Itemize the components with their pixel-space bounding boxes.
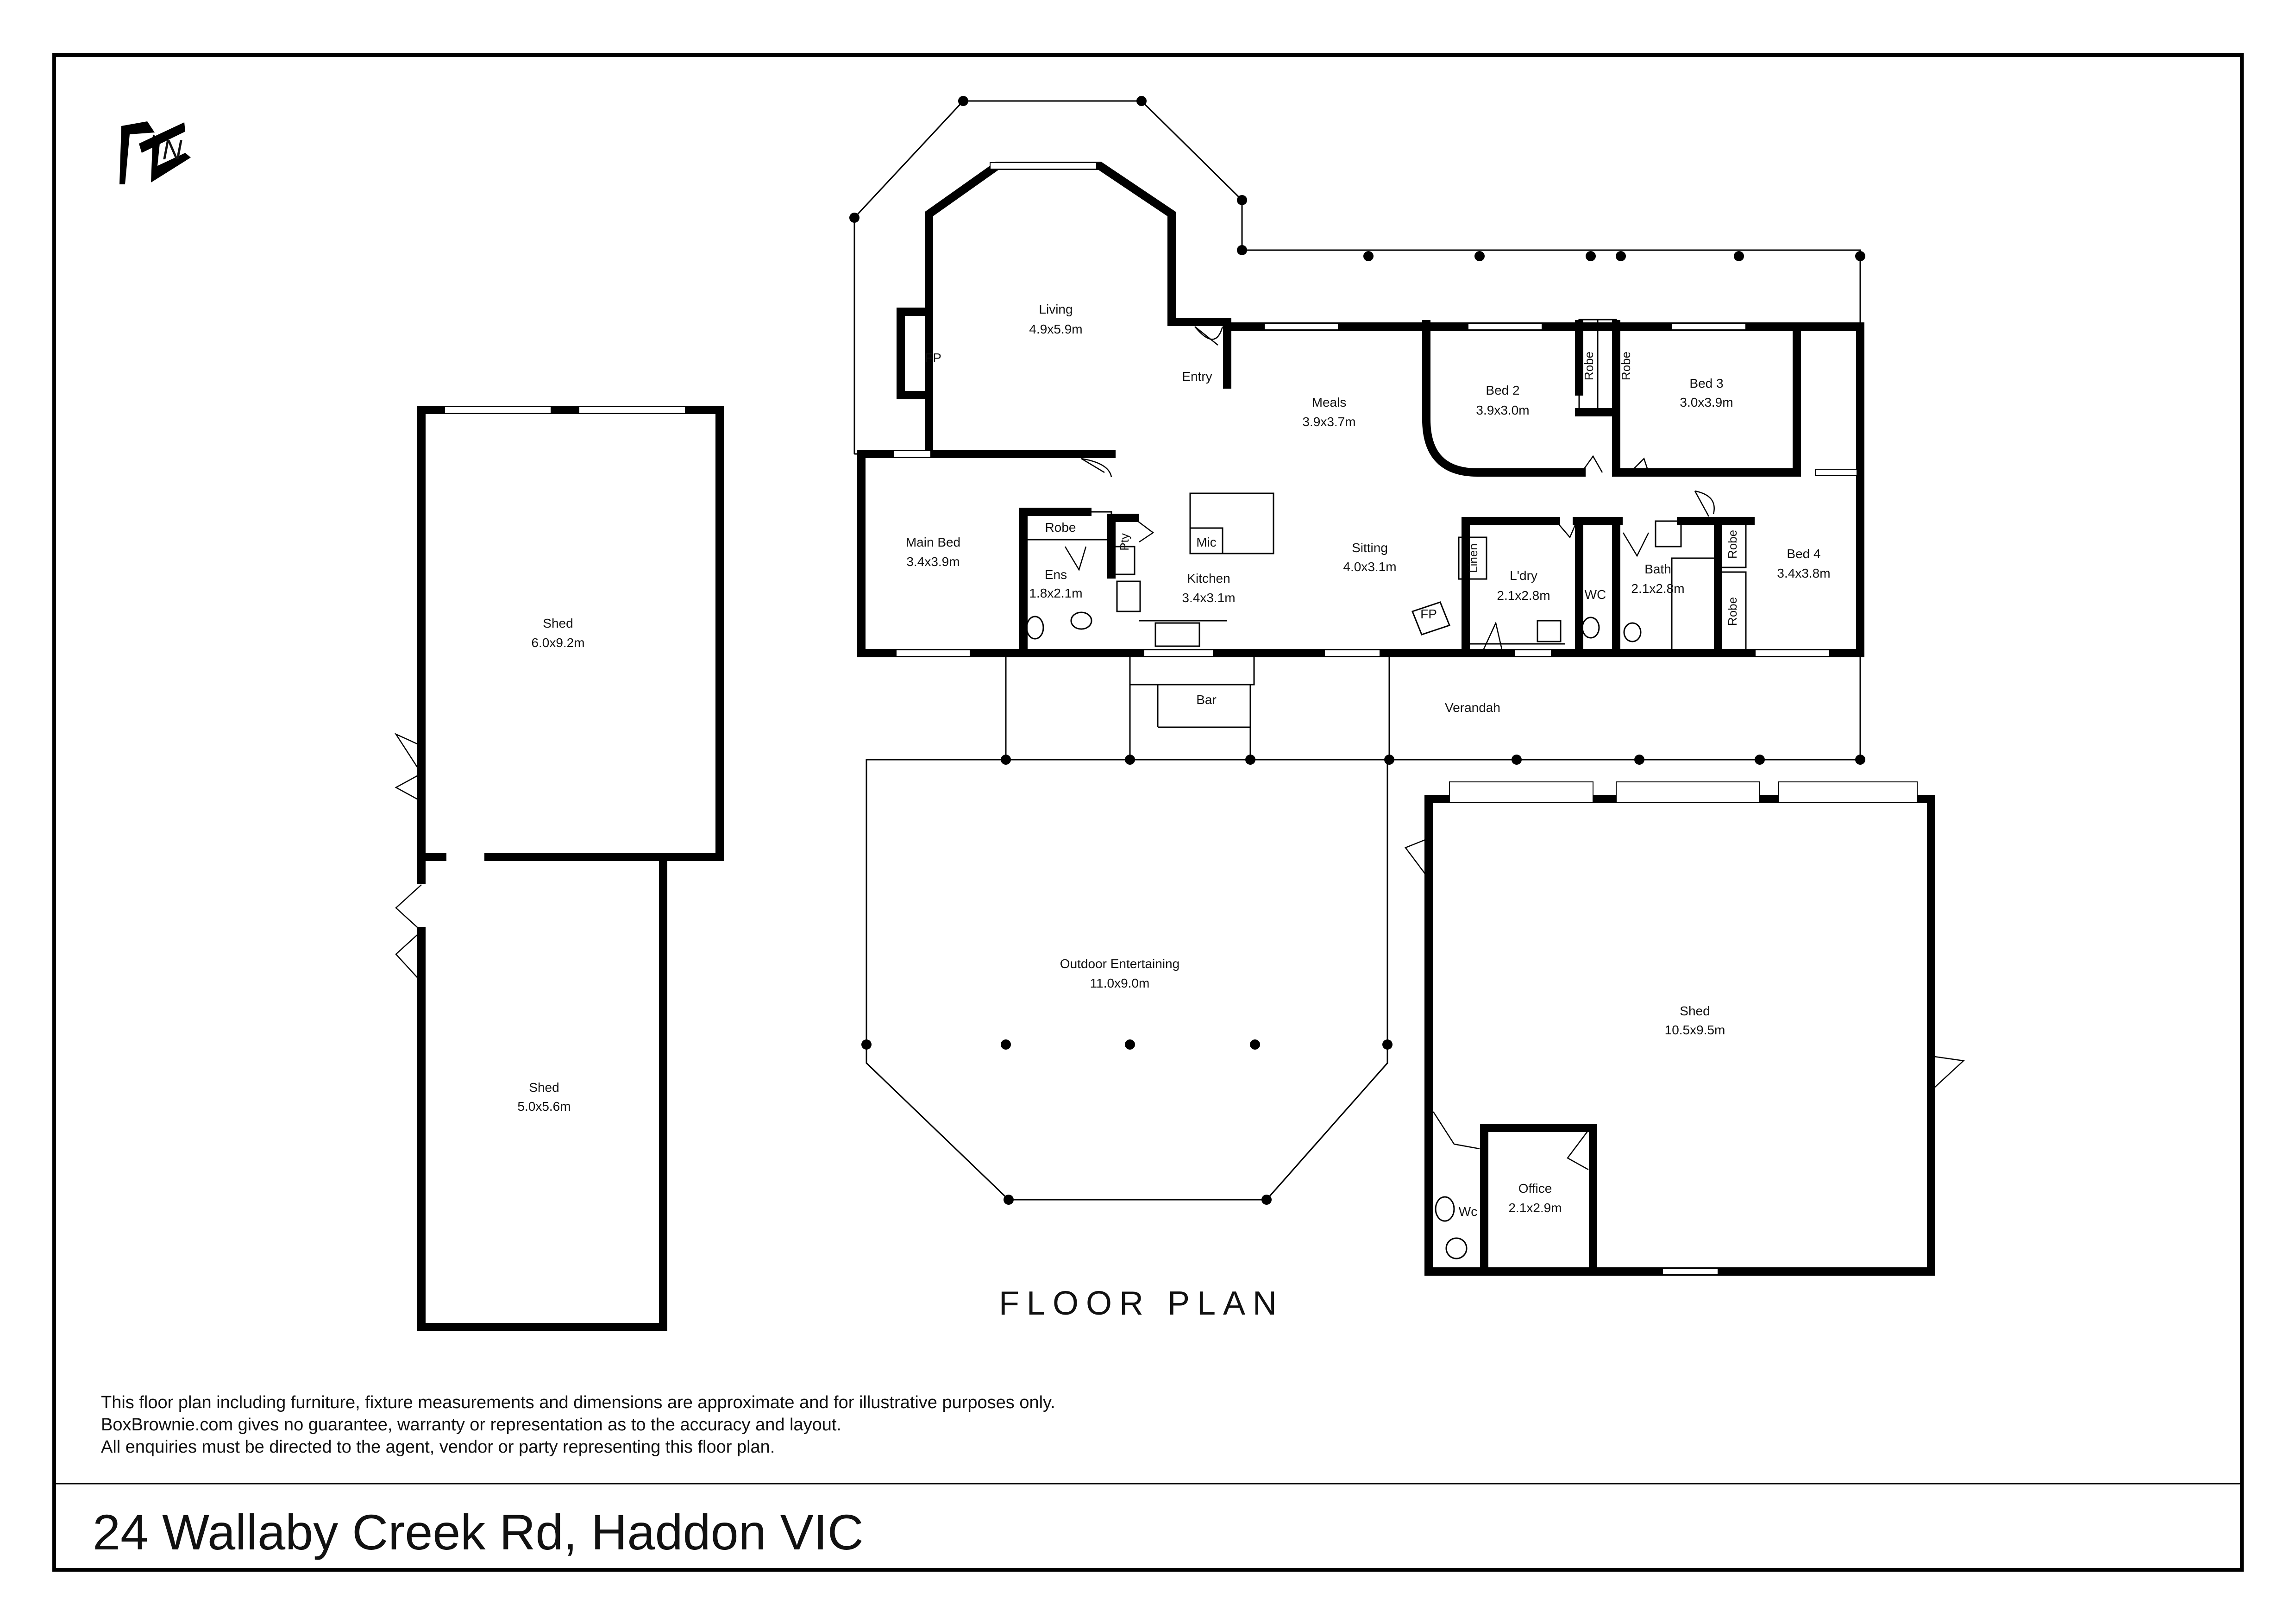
svg-text:3.0x3.9m: 3.0x3.9m [1680,395,1733,409]
room-label-wc: WC [1585,587,1606,602]
room-label-sitting: Sitting 4.0x3.1m [1343,541,1396,574]
room-label-wc-shed: Wc [1459,1204,1477,1219]
svg-text:L'dry: L'dry [1510,568,1537,583]
room-label-bed2: Bed 2 3.9x3.0m [1476,383,1529,417]
room-label-linen: Linen [1466,543,1480,573]
room-label-pty: Pty [1117,533,1131,551]
room-label-ens: Ens 1.8x2.1m [1029,567,1082,600]
house-windows [893,162,1857,657]
svg-text:4.9x5.9m: 4.9x5.9m [1029,322,1082,336]
room-label-bar: Bar [1196,692,1217,707]
room-label-bed4: Bed 4 3.4x3.8m [1777,547,1830,580]
svg-text:Bath: Bath [1644,562,1671,576]
svg-text:Shed: Shed [529,1080,559,1095]
room-label-ldry: L'dry 2.1x2.8m [1497,568,1550,603]
property-address: 24 Wallaby Creek Rd, Haddon VIC [93,1504,864,1560]
room-label-main-bed: Main Bed 3.4x3.9m [906,535,960,569]
svg-text:3.4x3.9m: 3.4x3.9m [906,554,960,569]
disclaimer-line-2: BoxBrownie.com gives no guarantee, warra… [101,1415,841,1435]
room-label-bath: Bath 2.1x2.8m [1631,562,1684,596]
svg-text:Main Bed: Main Bed [906,535,960,549]
svg-text:6.0x9.2m: 6.0x9.2m [531,636,584,650]
floor-plan-title: FLOOR PLAN [999,1285,1284,1322]
svg-text:4.0x3.1m: 4.0x3.1m [1343,560,1396,574]
room-label-office: Office 2.1x2.9m [1508,1181,1562,1215]
room-label-entry: Entry [1182,369,1212,384]
svg-text:3.9x3.7m: 3.9x3.7m [1302,415,1355,429]
disclaimer-line-3: All enquiries must be directed to the ag… [101,1437,775,1457]
svg-text:Living: Living [1039,302,1073,316]
svg-text:Kitchen: Kitchen [1187,571,1230,585]
interior-fixtures [1023,319,1747,652]
room-label-fp-living: FP [925,351,941,365]
svg-text:Outdoor Entertaining: Outdoor Entertaining [1060,957,1179,971]
svg-text:11.0x9.0m: 11.0x9.0m [1090,976,1150,990]
room-label-outdoor: Outdoor Entertaining 11.0x9.0m [1060,957,1179,990]
room-label-shed-c: Shed 10.5x9.5m [1665,1004,1725,1037]
disclaimer-line-1: This floor plan including furniture, fix… [101,1393,1055,1412]
svg-text:Shed: Shed [543,616,573,630]
room-label-living: Living 4.9x5.9m [1029,302,1082,336]
svg-text:Bed 3: Bed 3 [1689,376,1723,390]
room-label-robe-main: Robe [1045,520,1076,535]
room-label-robe-c: Robe [1725,530,1739,559]
svg-text:2.1x2.9m: 2.1x2.9m [1508,1201,1562,1215]
room-label-shed-a: Shed 6.0x9.2m [531,616,584,650]
svg-text:10.5x9.5m: 10.5x9.5m [1665,1023,1725,1037]
room-label-kitchen: Kitchen 3.4x3.1m [1182,571,1235,605]
svg-text:2.1x2.8m: 2.1x2.8m [1631,581,1684,596]
svg-text:3.9x3.0m: 3.9x3.0m [1476,403,1529,417]
svg-text:2.1x2.8m: 2.1x2.8m [1497,588,1550,603]
room-label-mic: Mic [1196,535,1217,549]
verandah-posts [849,96,1865,1205]
room-label-fp-sitting: FP [1420,607,1437,621]
right-shed-walls [1405,781,1965,1276]
svg-text:Bed 4: Bed 4 [1787,547,1820,561]
door-swings [1064,326,1715,654]
compass-letter: N [162,134,182,165]
svg-text:1.8x2.1m: 1.8x2.1m [1029,586,1082,600]
svg-text:Shed: Shed [1680,1004,1710,1018]
svg-text:Ens: Ens [1045,567,1067,582]
room-label-meals: Meals 3.9x3.7m [1302,395,1355,429]
north-compass-icon: N [119,121,191,184]
page-frame [52,53,2244,1572]
room-label-robe-d: Robe [1725,597,1739,626]
room-label-verandah: Verandah [1445,700,1500,715]
room-label-bed3: Bed 3 3.0x3.9m [1680,376,1733,409]
bar-counter [1129,655,1255,686]
svg-text:5.0x5.6m: 5.0x5.6m [517,1099,571,1114]
room-label-shed-b: Shed 5.0x5.6m [517,1080,571,1114]
left-shed-walls [394,406,724,1331]
house-walls [857,162,1864,657]
svg-text:Bed 2: Bed 2 [1486,383,1519,397]
svg-text:Sitting: Sitting [1352,541,1388,555]
room-label-robe-a: Robe [1582,352,1596,380]
room-label-robe-b: Robe [1619,352,1633,380]
svg-text:Office: Office [1518,1181,1552,1196]
svg-text:Meals: Meals [1312,395,1347,409]
svg-text:3.4x3.1m: 3.4x3.1m [1182,591,1235,605]
svg-text:3.4x3.8m: 3.4x3.8m [1777,566,1830,580]
